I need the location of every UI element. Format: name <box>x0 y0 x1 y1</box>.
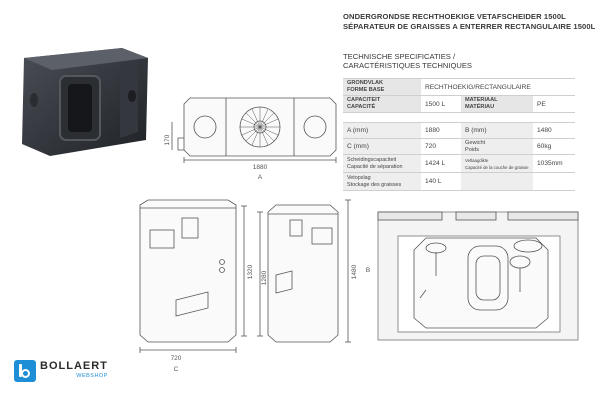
spec-label-empty <box>461 173 533 190</box>
title-fr: SÉPARATEUR DE GRAISSES A ENTERRER RECTAN… <box>343 21 596 31</box>
dim-1320-label: 1320 <box>247 264 254 279</box>
dim-1480-label: 1480 <box>351 264 358 279</box>
spec-label-separation: Scheidingscapaciteit Capacité de séparat… <box>343 155 421 172</box>
view-b-label: B <box>366 267 370 274</box>
spec-value-shape: RECHTHOEKIG/RECTANGULAIRE <box>421 79 575 95</box>
view-c-label: C <box>174 366 179 373</box>
brand-logo: BOLLAERT WEBSHOP <box>14 360 108 382</box>
spec-row-c-weight: C (mm) 720 Gewicht Poids 60kg <box>343 139 575 155</box>
spec-value-c: 720 <box>421 139 461 154</box>
spec-label-material: MATERIAAL MATÉRIAU <box>461 96 533 112</box>
side-view-drawing <box>257 199 351 343</box>
page-title: ONDERGRONDSE RECHTHOEKIGE VETAFSCHEIDER … <box>343 12 595 31</box>
specs-heading-fr: CARACTÉRISTIQUES TECHNIQUES <box>343 61 472 70</box>
spec-label-c: C (mm) <box>343 139 421 154</box>
specs-heading: TECHNISCHE SPECIFICATIES / CARACTÉRISTIQ… <box>343 52 472 70</box>
installation-section-drawing <box>377 211 579 341</box>
spec-label-grease-layer: Vetlaagdikte Capacité de la couche de gr… <box>461 155 533 172</box>
logo-sub: WEBSHOP <box>76 373 108 379</box>
spec-table-1: GRONDVLAK FORME BASE RECHTHOEKIG/RECTANG… <box>343 78 575 113</box>
top-view-drawing <box>171 97 337 163</box>
spec-value-grease-layer: 1035mm <box>533 155 575 172</box>
dim-width-label: 1880 <box>253 164 268 171</box>
spec-value-material: PE <box>533 96 575 112</box>
spec-row-capacity: CAPACITEIT CAPACITÉ 1500 L MATERIAAL MAT… <box>343 96 575 113</box>
spec-row-a-b: A (mm) 1880 B (mm) 1480 <box>343 123 575 139</box>
spec-value-a: 1880 <box>421 123 461 138</box>
front-view-drawing <box>139 199 247 353</box>
spec-label-weight: Gewicht Poids <box>461 139 533 154</box>
spec-label-storage: Vetopslag Stockage des graisses <box>343 173 421 190</box>
dim-720-label: 720 <box>171 355 182 362</box>
spec-label-capacity: CAPACITEIT CAPACITÉ <box>343 96 421 112</box>
spec-label-shape: GRONDVLAK FORME BASE <box>343 79 421 95</box>
spec-value-empty <box>533 173 575 190</box>
spec-value-b: 1480 <box>533 123 575 138</box>
title-nl: ONDERGRONDSE RECHTHOEKIGE VETAFSCHEIDER … <box>343 12 566 21</box>
spec-table-2: A (mm) 1880 B (mm) 1480 C (mm) 720 Gewic… <box>343 122 575 191</box>
view-a-label: A <box>258 174 263 181</box>
spec-row-shape: GRONDVLAK FORME BASE RECHTHOEKIG/RECTANG… <box>343 79 575 96</box>
spec-label-a: A (mm) <box>343 123 421 138</box>
spec-value-storage: 140 L <box>421 173 461 190</box>
dim-170-label: 170 <box>164 134 171 145</box>
dim-1280-label: 1280 <box>261 270 268 285</box>
spec-row-separation: Scheidingscapaciteit Capacité de séparat… <box>343 155 575 173</box>
spec-row-storage: Vetopslag Stockage des graisses 140 L <box>343 173 575 191</box>
spec-value-separation: 1424 L <box>421 155 461 172</box>
spec-value-capacity: 1500 L <box>421 96 461 112</box>
spec-label-b: B (mm) <box>461 123 533 138</box>
logo-icon <box>14 360 36 382</box>
product-photo <box>22 48 148 156</box>
spec-value-weight: 60kg <box>533 139 575 154</box>
specs-heading-nl: TECHNISCHE SPECIFICATIES / <box>343 52 456 61</box>
logo-name: BOLLAERT <box>40 360 108 372</box>
